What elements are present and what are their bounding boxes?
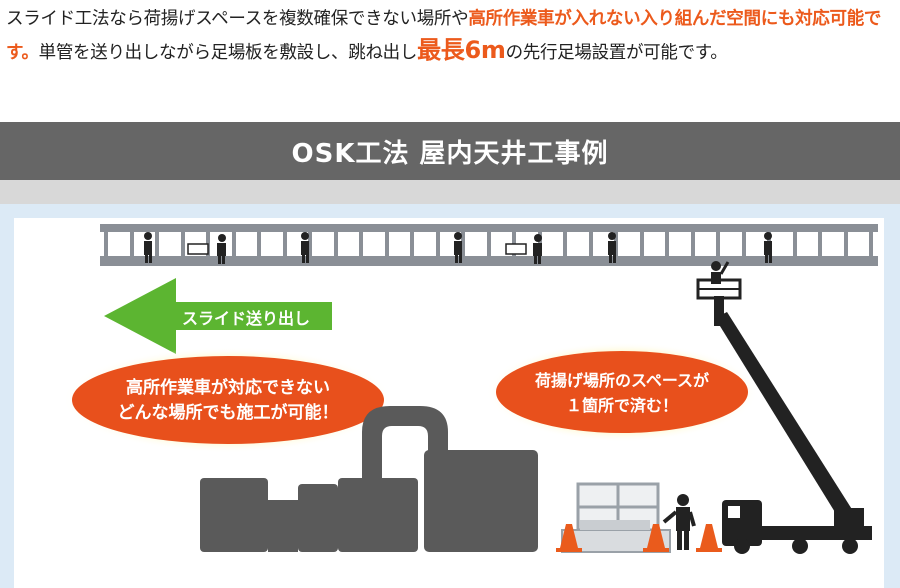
intro-highlight-1: 高所作業車が入れない入り組んだ空間にも対応可能です。 [6,9,882,63]
scaffold-post [155,232,159,256]
scaffold-post [257,232,261,256]
cone-icon [643,524,669,552]
slide-arrow-label: スライド送り出し [182,309,310,328]
scaffold-post [104,232,108,256]
bubble-left-line2: どんな場所でも施工が可能！ [118,402,339,423]
scaffold-post [589,232,593,256]
scaffold-post [308,232,312,256]
scaffold-post [461,232,465,256]
scaffold-post [640,232,644,256]
scaffold-post [436,232,440,256]
slide-arrow: スライド送り出し [104,278,332,354]
scaffold-rail [100,224,878,266]
scaffold-post [181,232,185,256]
scaffold-post [793,232,797,256]
worker-icon [764,232,772,263]
ground-worker-icon [662,494,696,550]
bubble-right-line2: １箇所で済む！ [566,396,678,415]
bubble-left-line1: 高所作業車が対応できない [126,377,330,398]
aerial-work-truck [696,261,872,554]
scaffold-post [665,232,669,256]
intro-highlight-2: 最長6m [417,36,506,64]
intro-text: スライド工法なら荷揚げスペースを複数確保できない場所や高所作業車が入れない入り組… [6,4,896,69]
intro-part2: 単管を送り出しながら足場板を敷設し、跳ね出し [38,43,418,63]
bubble-left: 高所作業車が対応できない どんな場所でも施工が可能！ [63,347,393,453]
bubble-right-line1: 荷揚げ場所のスペースが [535,371,709,390]
scaffold-post [487,232,491,256]
section-title: OSK工法 屋内天井工事例 [291,138,609,169]
worker-icon [454,232,462,263]
cone-icon [556,524,582,552]
worker-icon [608,232,616,263]
scaffold-post [716,232,720,256]
section-title-bar: OSK工法 屋内天井工事例 [0,122,900,180]
bubble-right: 荷揚げ場所のスペースが １箇所で済む！ [486,342,758,442]
scaffold-workers [144,232,772,264]
worker-icon [301,232,309,263]
scaffold-post [130,232,134,256]
scaffold-post [818,232,822,256]
scaffold-post [334,232,338,256]
traffic-cones [556,524,722,552]
scaffold-post [232,232,236,256]
ceiling-band [0,180,900,204]
cone-icon [696,524,722,552]
scaffold-post [385,232,389,256]
material-rack [561,482,671,553]
scaffold-post [742,232,746,256]
cart-worker-icon [187,234,226,264]
intro-part3: の先行足場設置が可能です。 [505,43,728,63]
scaffold-post [359,232,363,256]
scaffold-post [563,232,567,256]
scaffold-post [844,232,848,256]
scaffold-post [410,232,414,256]
scaffold-post [869,232,873,256]
intro-part1: スライド工法なら荷揚げスペースを複数確保できない場所や [6,9,469,29]
scaffold-post [283,232,287,256]
factory-machinery [200,406,538,552]
worker-icon [144,232,152,263]
scaffold-post [691,232,695,256]
cart-worker-icon [505,234,542,264]
